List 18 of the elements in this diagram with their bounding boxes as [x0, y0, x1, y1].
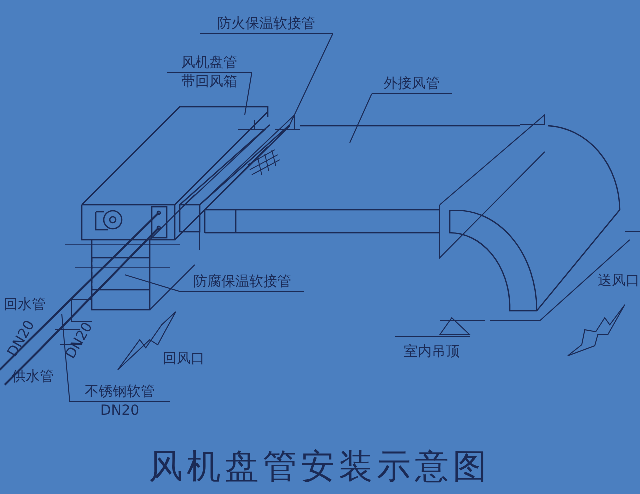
outlet-label: 送风口 — [598, 272, 640, 290]
leader-line — [350, 94, 372, 144]
leader-line — [244, 72, 252, 116]
leader-line — [124, 274, 182, 292]
leader-line — [62, 314, 70, 402]
label-text: 防腐保温软接管 — [181, 273, 304, 292]
label-text: DN20 — [99, 402, 141, 420]
pipe-label: 回水管 — [4, 296, 46, 314]
label-text: 防火保温软接管 — [200, 15, 333, 34]
label-text: 外接风管 — [372, 75, 452, 94]
label-text: 不锈钢软管 — [70, 383, 170, 402]
callout-label — [167, 54, 252, 91]
ceiling-label: 室内吊顶 — [404, 343, 460, 361]
outlet-label: 回风口 — [163, 350, 205, 368]
leader-line — [290, 34, 334, 126]
label-text: 带回风箱 — [180, 73, 238, 91]
diagram-title: 风机盘管安装示意图 — [148, 446, 492, 488]
label-text: 风机盘管 — [167, 54, 252, 73]
